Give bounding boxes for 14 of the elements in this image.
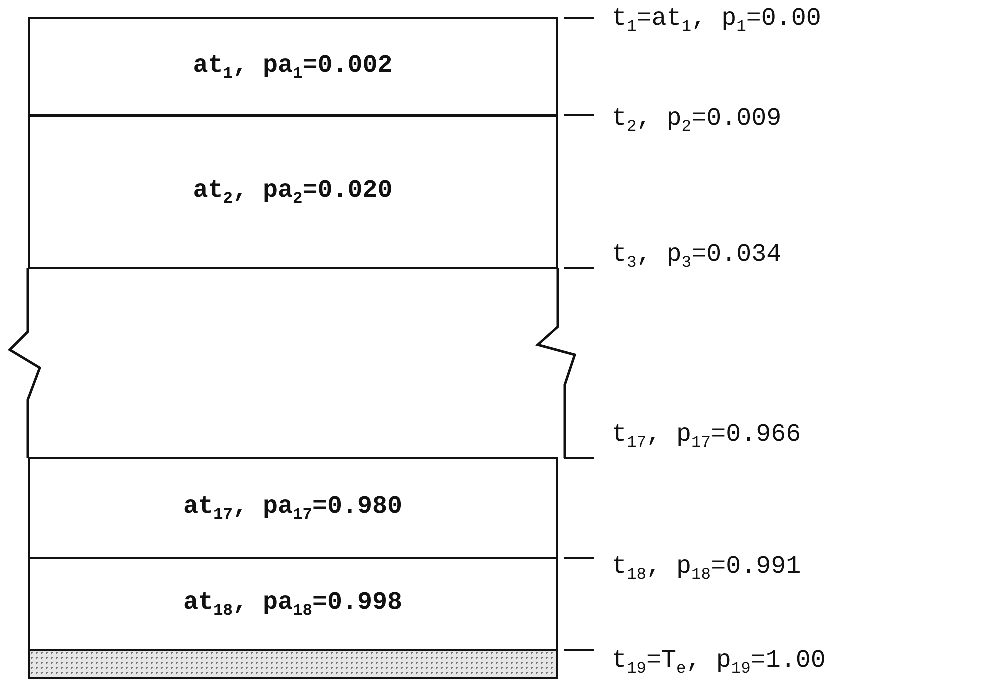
layer-band [28, 115, 558, 269]
ground-bar [28, 649, 558, 679]
level-label: t$_{18}$, p$_{18}$=0.991 [612, 552, 802, 584]
level-label: t$_{2}$, p$_{2}$=0.009 [612, 104, 782, 136]
level-label: t$_{1}$=at$_{1}$, p$_{1}$=0.00 [612, 4, 822, 36]
level-label: t$_{17}$, p$_{17}$=0.966 [612, 420, 802, 452]
layer-band [28, 457, 558, 559]
level-label: t$_{19}$=T$_{e}$, p$_{19}$=1.00 [612, 646, 826, 678]
layer-band [28, 17, 558, 116]
layer-label: at$_{1}$, pa$_{1}$=0.002 [193, 50, 393, 82]
layer-label: at$_{18}$, pa$_{18}$=0.998 [183, 588, 403, 620]
layer-label: at$_{2}$, pa$_{2}$=0.020 [193, 176, 393, 208]
layer-label: at$_{17}$, pa$_{17}$=0.980 [183, 492, 403, 524]
level-label: t$_{3}$, p$_{3}$=0.034 [612, 240, 782, 272]
